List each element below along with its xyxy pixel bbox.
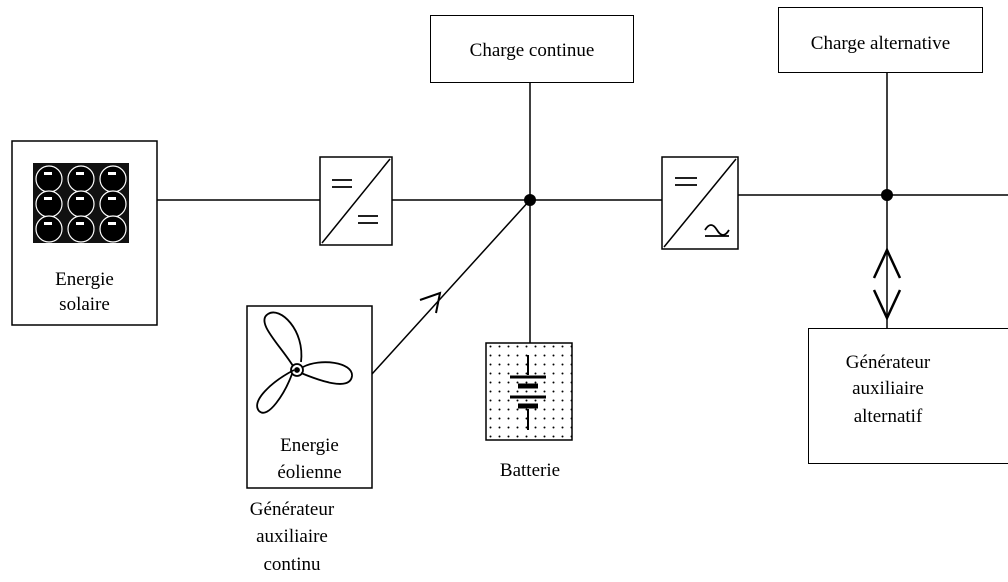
- battery-label: Batterie: [499, 460, 561, 481]
- dc-load-box: [430, 15, 634, 83]
- dc-junction-dot: [524, 194, 536, 206]
- ac-load-box: [778, 7, 983, 73]
- dc-dc-converter-icon: [319, 156, 393, 246]
- wind-arrow-icon: [419, 291, 442, 314]
- solar-label-1: Energie: [55, 269, 114, 290]
- dc-load-label: Charge continue: [469, 40, 595, 61]
- ac-load-label: Charge alternative: [810, 33, 951, 54]
- battery-icon: [485, 342, 573, 441]
- ac-generator-label-1: Générateur: [845, 352, 931, 373]
- wind-label-2: éolienne: [277, 462, 342, 483]
- wind-wire: [371, 199, 531, 375]
- solar-panel-icon: [33, 163, 129, 243]
- ac-junction-dot: [881, 189, 893, 201]
- dc-ac-inverter-icon: [661, 156, 739, 250]
- solar-label-2: solaire: [59, 294, 110, 315]
- ac-generator-label-3: alternatif: [853, 406, 923, 427]
- dc-generator-label-1: Générateur: [249, 499, 335, 520]
- dc-generator-label-2: auxiliaire: [256, 526, 328, 547]
- up-arrow-icon: [872, 247, 902, 279]
- wind-box: [246, 305, 373, 489]
- down-arrow-icon: [872, 289, 902, 321]
- ac-generator-label-2: auxiliaire: [852, 378, 924, 399]
- dc-generator-label-3: continu: [263, 554, 321, 575]
- ac-generator-box: [808, 328, 1008, 464]
- wind-label-1: Energie: [280, 435, 339, 456]
- wind-turbine-icon: [256, 311, 353, 414]
